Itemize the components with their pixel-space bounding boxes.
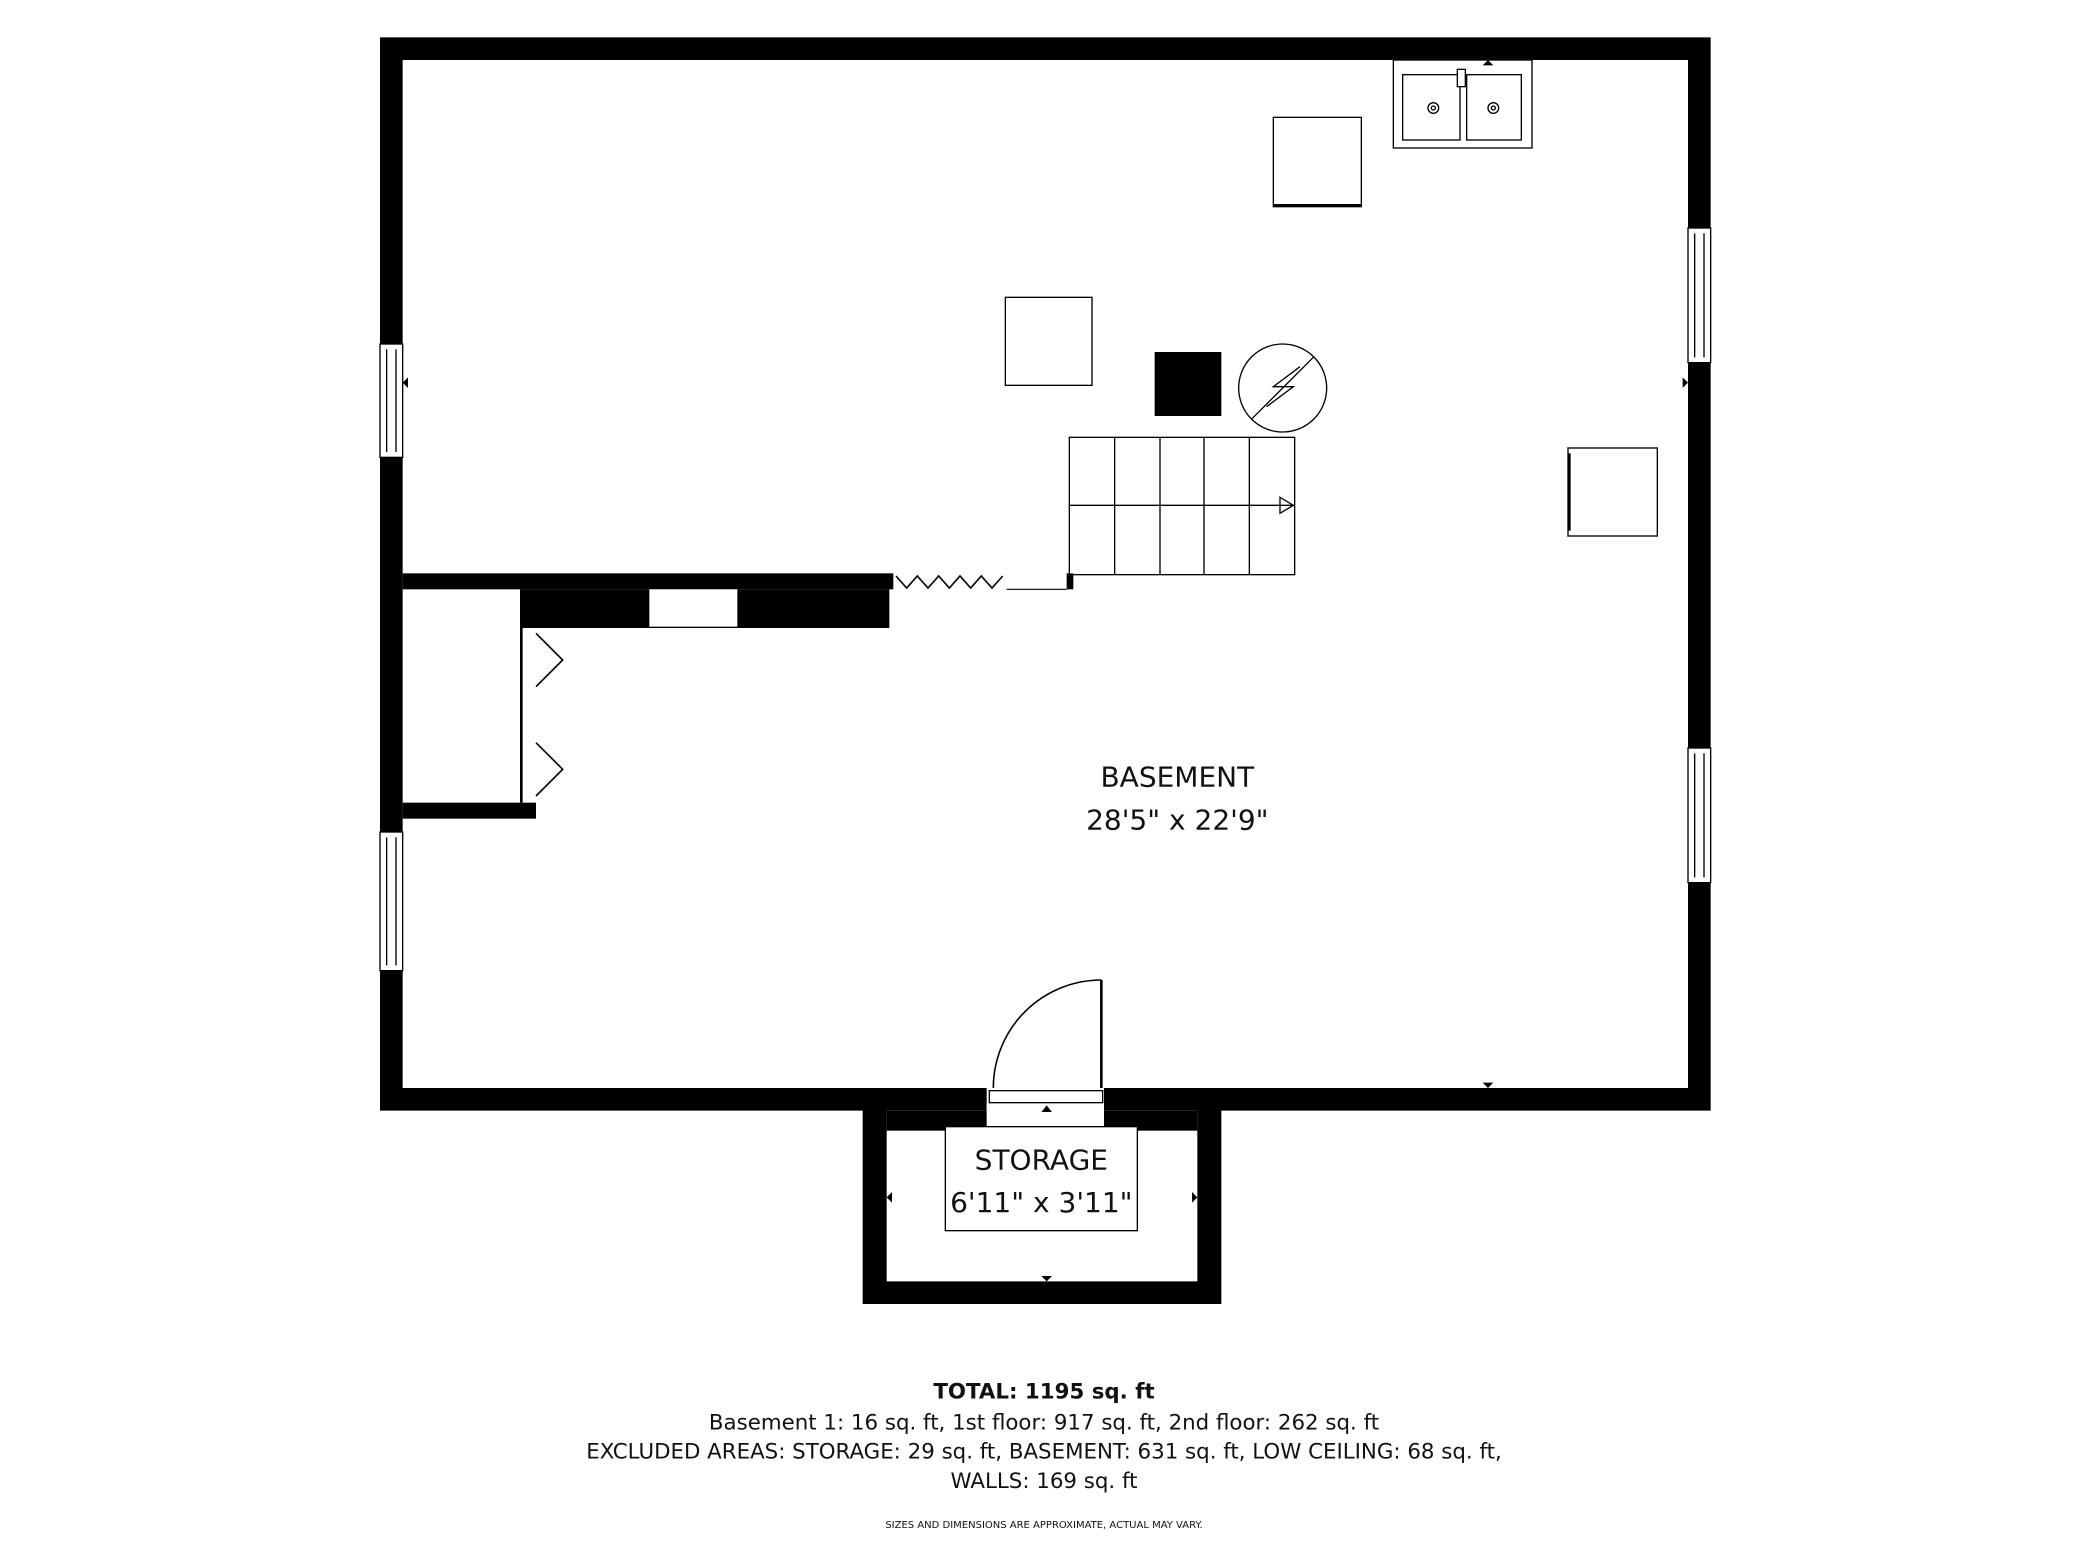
- room-dimensions-storage: 6'11" x 3'11": [950, 1186, 1132, 1219]
- water-heater-icon: [1237, 343, 1328, 433]
- swing-door[interactable]: [992, 979, 1103, 1089]
- chimney-column: [1154, 352, 1222, 416]
- double-sink: [1392, 59, 1533, 149]
- appliance-box: [1004, 296, 1093, 386]
- appliance-box: [1272, 116, 1362, 208]
- marker-arrow: [402, 60, 1688, 1282]
- total-area: TOTAL: 1195 sq. ft: [933, 1380, 1154, 1405]
- interior-wall: [402, 573, 1074, 819]
- wall-opening: [649, 589, 738, 627]
- bifold-door[interactable]: [895, 574, 1004, 590]
- room-name-basement: BASEMENT: [1100, 761, 1255, 794]
- room-dimensions-basement: 28'5" x 22'9": [1086, 803, 1268, 836]
- window: [379, 227, 1712, 972]
- storage-label-box: [944, 1125, 1138, 1232]
- excluded-areas: EXCLUDED AREAS: STORAGE: 29 sq. ft, BASE…: [586, 1440, 1502, 1465]
- floor-areas: Basement 1: 16 sq. ft, 1st floor: 917 sq…: [709, 1410, 1379, 1435]
- disclaimer: SIZES AND DIMENSIONS ARE APPROXIMATE, AC…: [885, 1520, 1202, 1531]
- closet-bifold-door[interactable]: [535, 632, 564, 797]
- excluded-areas-walls: WALLS: 169 sq. ft: [951, 1469, 1138, 1494]
- door-sill: [988, 1089, 1104, 1104]
- stairs[interactable]: [1068, 436, 1296, 576]
- appliance-box: [1567, 447, 1658, 537]
- room-name-storage: STORAGE: [975, 1143, 1108, 1176]
